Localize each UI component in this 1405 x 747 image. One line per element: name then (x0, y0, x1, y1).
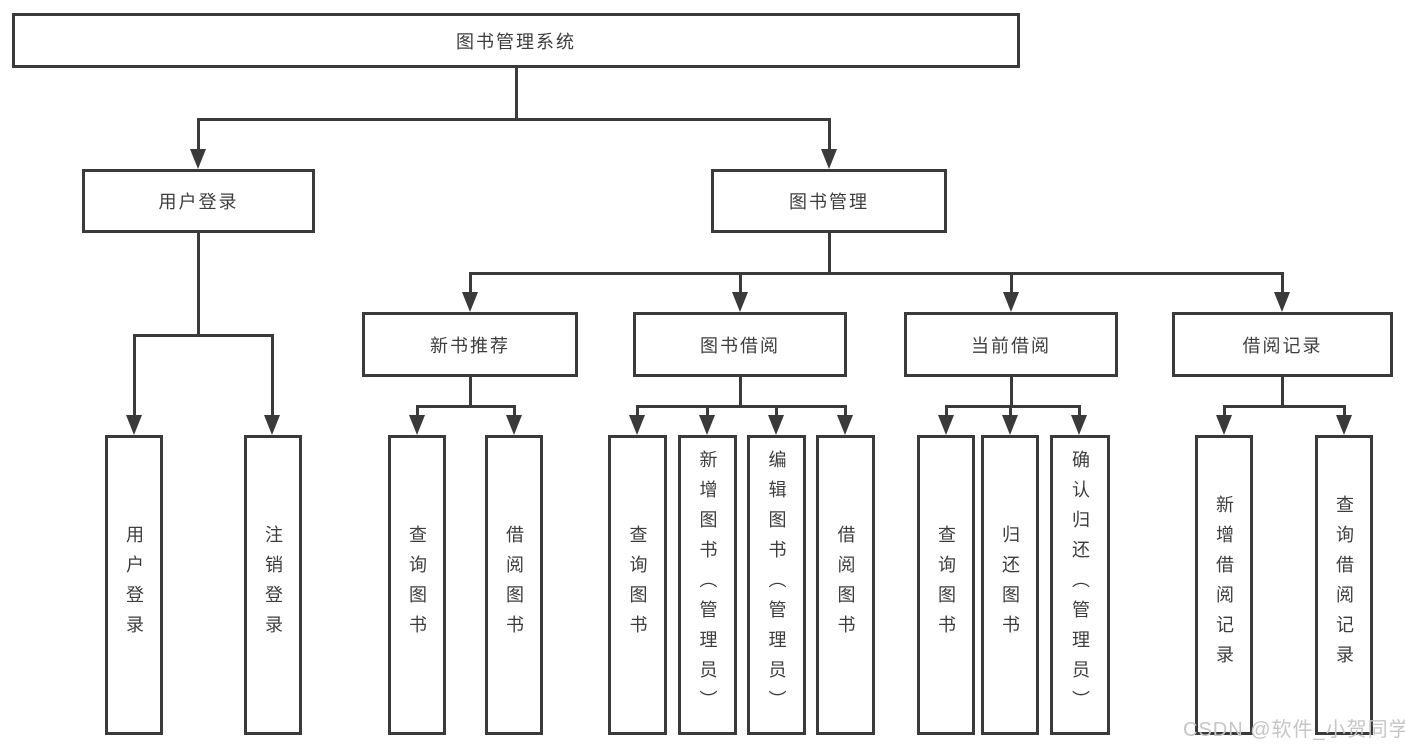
connector-borrowrecord-crossbar (1223, 405, 1345, 408)
leaf-current-confirm-admin: 确认归还（管理员） (1050, 435, 1110, 735)
leaf-record-query-label: 查询借阅记录 (1334, 495, 1354, 675)
connector-drop-borrowrecord-leaf2 (1343, 405, 1346, 417)
node-root-system: 图书管理系统 (12, 13, 1020, 68)
arrowhead-new-book (462, 292, 478, 312)
leaf-borrow-query: 查询图书 (608, 435, 667, 735)
leaf-current-confirm-admin-label: 确认归还（管理员） (1070, 450, 1090, 720)
connector-drop-currentborrow-leaf1 (945, 405, 948, 417)
connector-drop-new-book (469, 272, 472, 294)
connector-drop-borrowrecord-leaf1 (1223, 405, 1226, 417)
leaf-user-login-label: 用户登录 (124, 525, 144, 645)
node-user-login: 用户登录 (82, 169, 315, 233)
arrowhead-borrowrecord-leaf1 (1216, 415, 1232, 435)
leaf-current-query-label: 查询图书 (936, 525, 956, 645)
node-book-management: 图书管理 (711, 169, 947, 233)
arrowhead-book-mgmt (821, 149, 837, 169)
leaf-current-query: 查询图书 (917, 435, 975, 735)
connector-borrowrecord-stem (1281, 377, 1284, 408)
connector-bookmgmt-stem (828, 233, 831, 275)
arrowhead-borrowrecord-leaf2 (1336, 415, 1352, 435)
connector-drop-currentborrow-leaf2 (1009, 405, 1012, 417)
leaf-logout-label: 注销登录 (263, 525, 283, 645)
node-book-borrow: 图书借阅 (633, 312, 847, 377)
node-new-book-recommend: 新书推荐 (362, 312, 578, 377)
connector-drop-book-borrow (739, 272, 742, 294)
arrowhead-newbook-leaf1 (409, 415, 425, 435)
leaf-borrow-edit-admin-label: 编辑图书（管理员） (766, 450, 787, 720)
leaf-record-add: 新增借阅记录 (1195, 435, 1253, 735)
connector-drop-bookborrow-leaf1 (636, 405, 639, 417)
leaf-record-add-label: 新增借阅记录 (1214, 495, 1234, 675)
connector-newbook-crossbar (416, 405, 516, 408)
leaf-borrow-add-admin: 新增图书（管理员） (678, 435, 737, 735)
connector-drop-newbook-leaf2 (513, 405, 516, 417)
connector-currentborrow-crossbar (945, 405, 1081, 408)
leaf-borrow-edit-admin: 编辑图书（管理员） (747, 435, 806, 735)
leaf-borrow-book: 借阅图书 (816, 435, 875, 735)
leaf-newbook-borrow-label: 借阅图书 (504, 525, 524, 645)
leaf-user-login: 用户登录 (105, 435, 163, 735)
leaf-borrow-query-label: 查询图书 (627, 525, 648, 645)
leaf-current-return-label: 归还图书 (1000, 525, 1020, 645)
arrowhead-book-borrow (732, 292, 748, 312)
connector-bookborrow-stem (739, 377, 742, 408)
leaf-borrow-book-label: 借阅图书 (835, 525, 856, 645)
connector-bookborrow-crossbar (636, 405, 846, 408)
leaf-current-return: 归还图书 (981, 435, 1039, 735)
connector-drop-bookborrow-leaf2 (706, 405, 709, 417)
connector-drop-login-leaf (133, 334, 136, 417)
connector-newbook-stem (469, 377, 472, 408)
connector-drop-bookborrow-leaf3 (775, 405, 778, 417)
arrowhead-borrow-record (1274, 292, 1290, 312)
arrowhead-bookborrow-leaf4 (837, 415, 853, 435)
connector-drop-bookborrow-leaf4 (844, 405, 847, 417)
arrowhead-current-borrow (1003, 292, 1019, 312)
connector-drop-newbook-leaf1 (416, 405, 419, 417)
node-borrow-record: 借阅记录 (1172, 312, 1393, 377)
leaf-record-query: 查询借阅记录 (1315, 435, 1373, 735)
connector-userlogin-crossbar (133, 334, 274, 337)
leaf-newbook-query-label: 查询图书 (407, 525, 427, 645)
connector-drop-logout-leaf (271, 334, 274, 417)
arrowhead-login-leaf (126, 415, 142, 435)
arrowhead-newbook-leaf2 (506, 415, 522, 435)
connector-root-stem (515, 68, 518, 120)
connector-drop-book-mgmt (828, 118, 831, 151)
connector-drop-current-borrow (1010, 272, 1013, 294)
connector-drop-currentborrow-leaf3 (1078, 405, 1081, 417)
arrowhead-bookborrow-leaf2 (699, 415, 715, 435)
csdn-watermark: CSDN @软件_小贺同学 (1183, 719, 1405, 741)
arrowhead-bookborrow-leaf3 (768, 415, 784, 435)
connector-bookmgmt-crossbar (469, 272, 1284, 275)
leaf-logout: 注销登录 (244, 435, 302, 735)
arrowhead-currentborrow-leaf3 (1071, 415, 1087, 435)
arrowhead-currentborrow-leaf2 (1002, 415, 1018, 435)
node-current-borrow: 当前借阅 (904, 312, 1118, 377)
leaf-newbook-borrow: 借阅图书 (485, 435, 543, 735)
arrowhead-user-login (190, 149, 206, 169)
connector-drop-user-login (197, 118, 200, 151)
arrowhead-currentborrow-leaf1 (938, 415, 954, 435)
connector-drop-borrow-record (1281, 272, 1284, 294)
arrowhead-bookborrow-leaf1 (629, 415, 645, 435)
connector-userlogin-stem (197, 233, 200, 337)
connector-root-crossbar (197, 118, 831, 121)
connector-currentborrow-stem (1010, 377, 1013, 408)
leaf-newbook-query: 查询图书 (388, 435, 446, 735)
leaf-borrow-add-admin-label: 新增图书（管理员） (697, 450, 718, 720)
arrowhead-logout-leaf (264, 415, 280, 435)
